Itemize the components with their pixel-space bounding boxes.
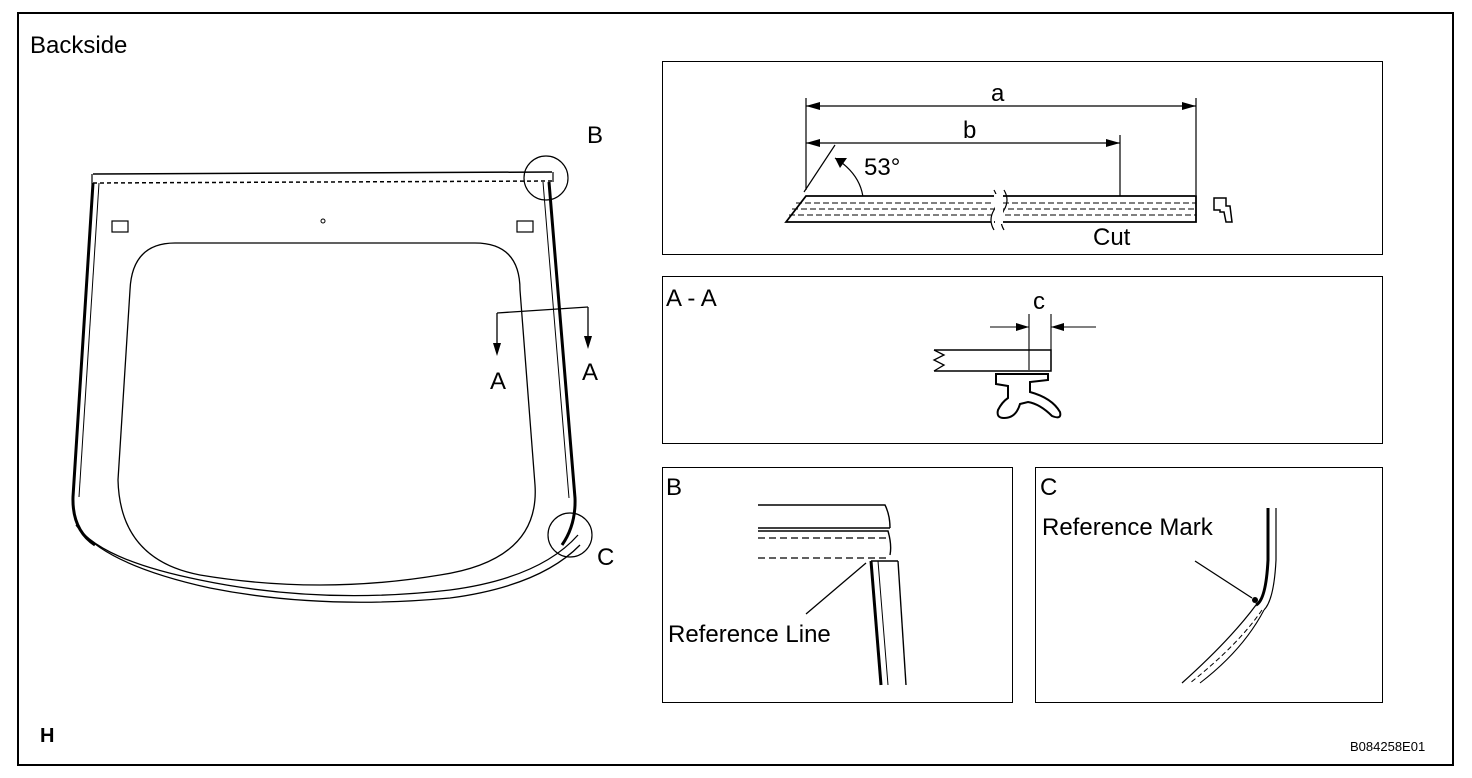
- detail-b-title: B: [666, 474, 683, 501]
- callout-c-label: C: [597, 544, 615, 571]
- panel-section-a-a: [662, 276, 1383, 444]
- cut-label: Cut: [1093, 224, 1131, 251]
- dim-b-label: b: [963, 117, 977, 144]
- detail-c-title: C: [1040, 474, 1058, 501]
- reference-line-label: Reference Line: [668, 621, 831, 648]
- panel-detail-c: [1035, 467, 1383, 703]
- dim-c-label: c: [1033, 288, 1045, 315]
- angle-label: 53°: [864, 154, 901, 181]
- section-title: A - A: [666, 285, 717, 312]
- dim-a-label: a: [991, 80, 1005, 107]
- figure-id: B084258E01: [1350, 739, 1426, 754]
- callout-b-label: B: [587, 122, 604, 149]
- reference-mark-label: Reference Mark: [1042, 514, 1213, 541]
- section-a-right-label: A: [582, 359, 599, 386]
- main-title: Backside: [30, 32, 128, 59]
- panel-detail-b: [662, 467, 1013, 703]
- corner-code: H: [40, 725, 55, 747]
- section-a-left-label: A: [490, 368, 507, 395]
- figure-frame: [17, 12, 1454, 766]
